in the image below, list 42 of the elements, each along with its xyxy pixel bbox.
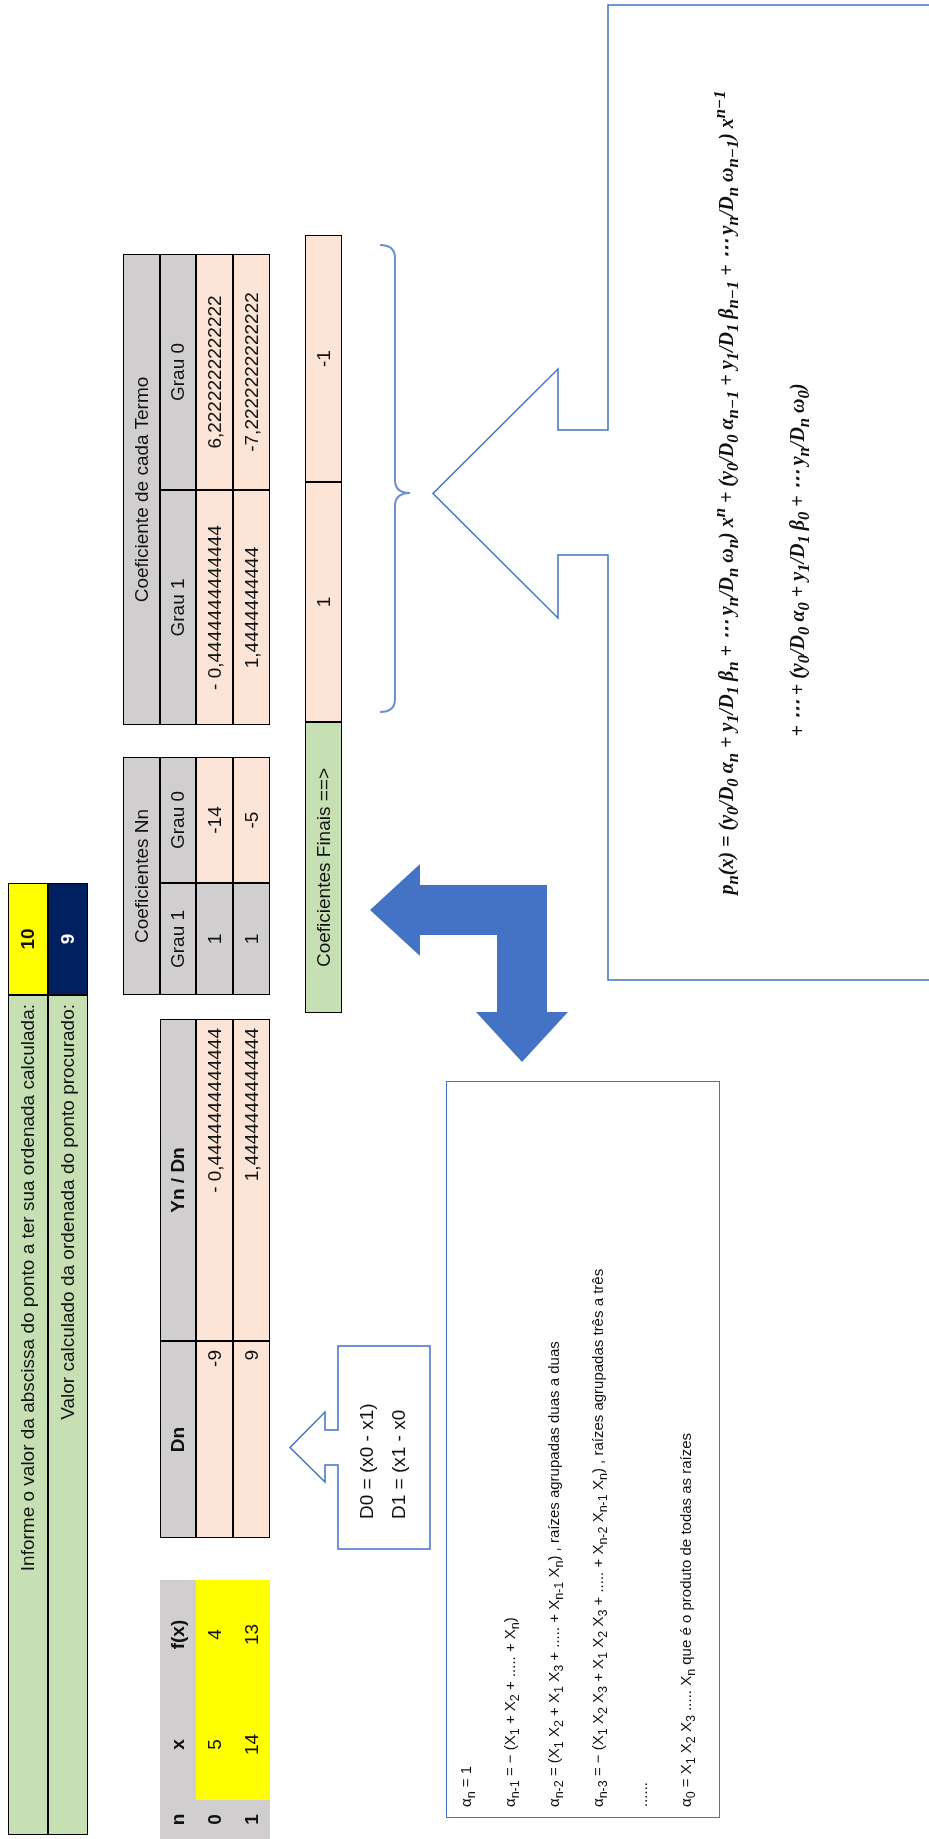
row-label: Coeficientes Finais ==> [305, 722, 342, 1013]
column-header: n [160, 1800, 196, 1839]
table-cell: -5 [233, 757, 270, 883]
row-header: 1 [233, 1800, 270, 1839]
table-cell: - 0,4444444444444 [196, 490, 233, 725]
table-cell: -1 [305, 235, 342, 482]
column-header: f(x) [160, 1580, 196, 1689]
column-header: Grau 1 [160, 883, 196, 995]
column-header: Dn [160, 1341, 196, 1538]
row-header: 0 [196, 1800, 233, 1839]
input-cell: 4 [196, 1580, 233, 1689]
table-cell: 1,4444444444 [233, 490, 270, 725]
table-cell: -7,2222222222222 [233, 254, 270, 490]
column-header: x [160, 1689, 196, 1800]
formula-line: ...... [632, 1781, 651, 1807]
bent-arrow [370, 864, 568, 1062]
column-header: Grau 0 [160, 254, 196, 490]
input-cell: 10 [8, 883, 48, 995]
input-cell: 13 [233, 1580, 270, 1689]
column-header: Grau 0 [160, 757, 196, 883]
table-cell: 1 [233, 883, 270, 995]
note-box [446, 1081, 720, 1818]
table-cell: 9 [233, 1341, 270, 1538]
table-cell: 1 [305, 482, 342, 722]
column-header: Grau 1 [160, 490, 196, 725]
column-header: Yn / Dn [160, 1019, 196, 1341]
table-cell: -9 [196, 1341, 233, 1538]
table-cell: 1,4444444444444 [233, 1019, 270, 1341]
input-cell: 5 [196, 1689, 233, 1800]
node-label: 5 [203, 1739, 225, 1750]
prompt-label: Informe o valor da abscissa do ponto a ter sua ordenada calculada: [8, 995, 48, 1835]
input-cell: 14 [233, 1689, 270, 1800]
prompt-label: Valor calculado da ordenada do ponto procurado: [48, 995, 88, 1835]
table-cell: 1 [196, 883, 233, 995]
table-cell: 6,2222222222222 [196, 254, 233, 490]
table-cell: - 0,4444444444444 [196, 1019, 233, 1341]
formula-line: D1 = (x1 - x0 [387, 1408, 410, 1519]
table-title: Coeficientes Nn [123, 757, 160, 995]
table-cell: -14 [196, 757, 233, 883]
result-cell: 9 [48, 883, 88, 995]
table-title: Coeficiente de cada Termo [123, 254, 160, 725]
formula-line: D0 = (x0 - x1) [355, 1402, 378, 1519]
